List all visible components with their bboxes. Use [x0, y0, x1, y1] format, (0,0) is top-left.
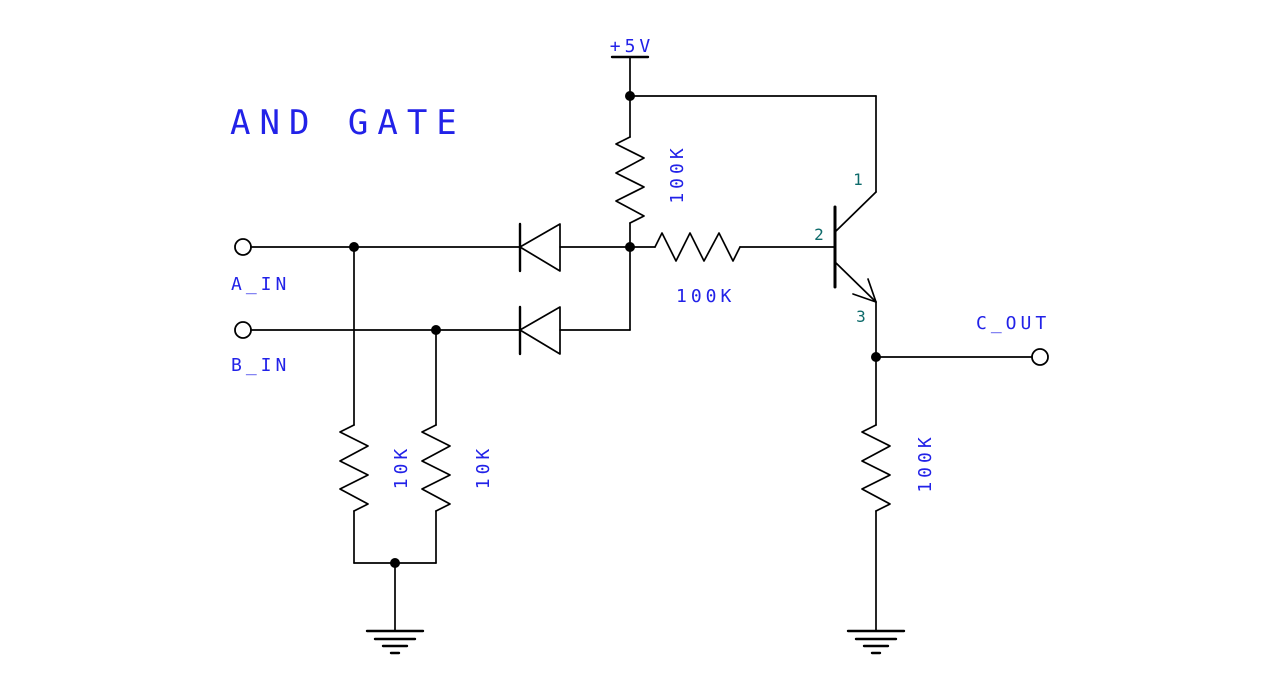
schematic-title: AND GATE	[230, 103, 466, 143]
diode-a-triangle	[519, 223, 561, 272]
emitter-resistor-value: 100K	[915, 433, 936, 492]
input-b-label: B_IN	[231, 355, 290, 376]
pullup-resistor-value: 100K	[667, 144, 688, 203]
transistor-pin2-label: 2	[814, 225, 824, 244]
power-rail: +5V	[610, 36, 877, 138]
diode-a	[518, 222, 631, 273]
junction-dot-top	[625, 91, 635, 101]
resistor-zigzag	[339, 424, 369, 512]
transistor-pin1-label: 1	[853, 170, 863, 189]
base-resistor: 100K	[629, 232, 836, 307]
output-label: C_OUT	[976, 313, 1050, 334]
terminal-b-in	[234, 321, 252, 339]
input-b: B_IN	[231, 321, 521, 376]
ground-left	[353, 558, 437, 655]
pullup-resistor: 100K	[615, 136, 688, 248]
input-a-label: A_IN	[231, 274, 290, 295]
emitter-arrowhead-line2	[867, 278, 877, 303]
emitter-arrowhead-line1	[852, 293, 877, 303]
transistor-pin3-label: 3	[856, 307, 866, 326]
base-resistor-value: 100K	[676, 286, 735, 307]
diode-b-triangle	[519, 306, 561, 355]
resistor-zigzag	[861, 424, 891, 512]
input-b-resistor: 10K	[421, 329, 494, 564]
diode-b	[518, 246, 631, 356]
terminal-a-in	[234, 238, 252, 256]
input-a: A_IN	[231, 238, 521, 295]
input-b-resistor-value: 10K	[473, 445, 494, 490]
power-label: +5V	[610, 36, 655, 57]
resistor-zigzag	[654, 232, 741, 262]
transistor-emitter-diagonal	[834, 261, 877, 303]
input-a-resistor: 10K	[339, 246, 412, 564]
output-c: C_OUT	[871, 313, 1050, 366]
transistor-collector-diagonal	[834, 191, 877, 233]
terminal-c-out	[1031, 348, 1049, 366]
input-a-resistor-value: 10K	[391, 445, 412, 490]
resistor-zigzag	[421, 424, 451, 512]
ground-right	[846, 629, 906, 655]
emitter-resistor: 100K	[861, 356, 936, 632]
resistor-zigzag	[615, 136, 645, 224]
npn-transistor: 1 2 3	[814, 95, 877, 358]
